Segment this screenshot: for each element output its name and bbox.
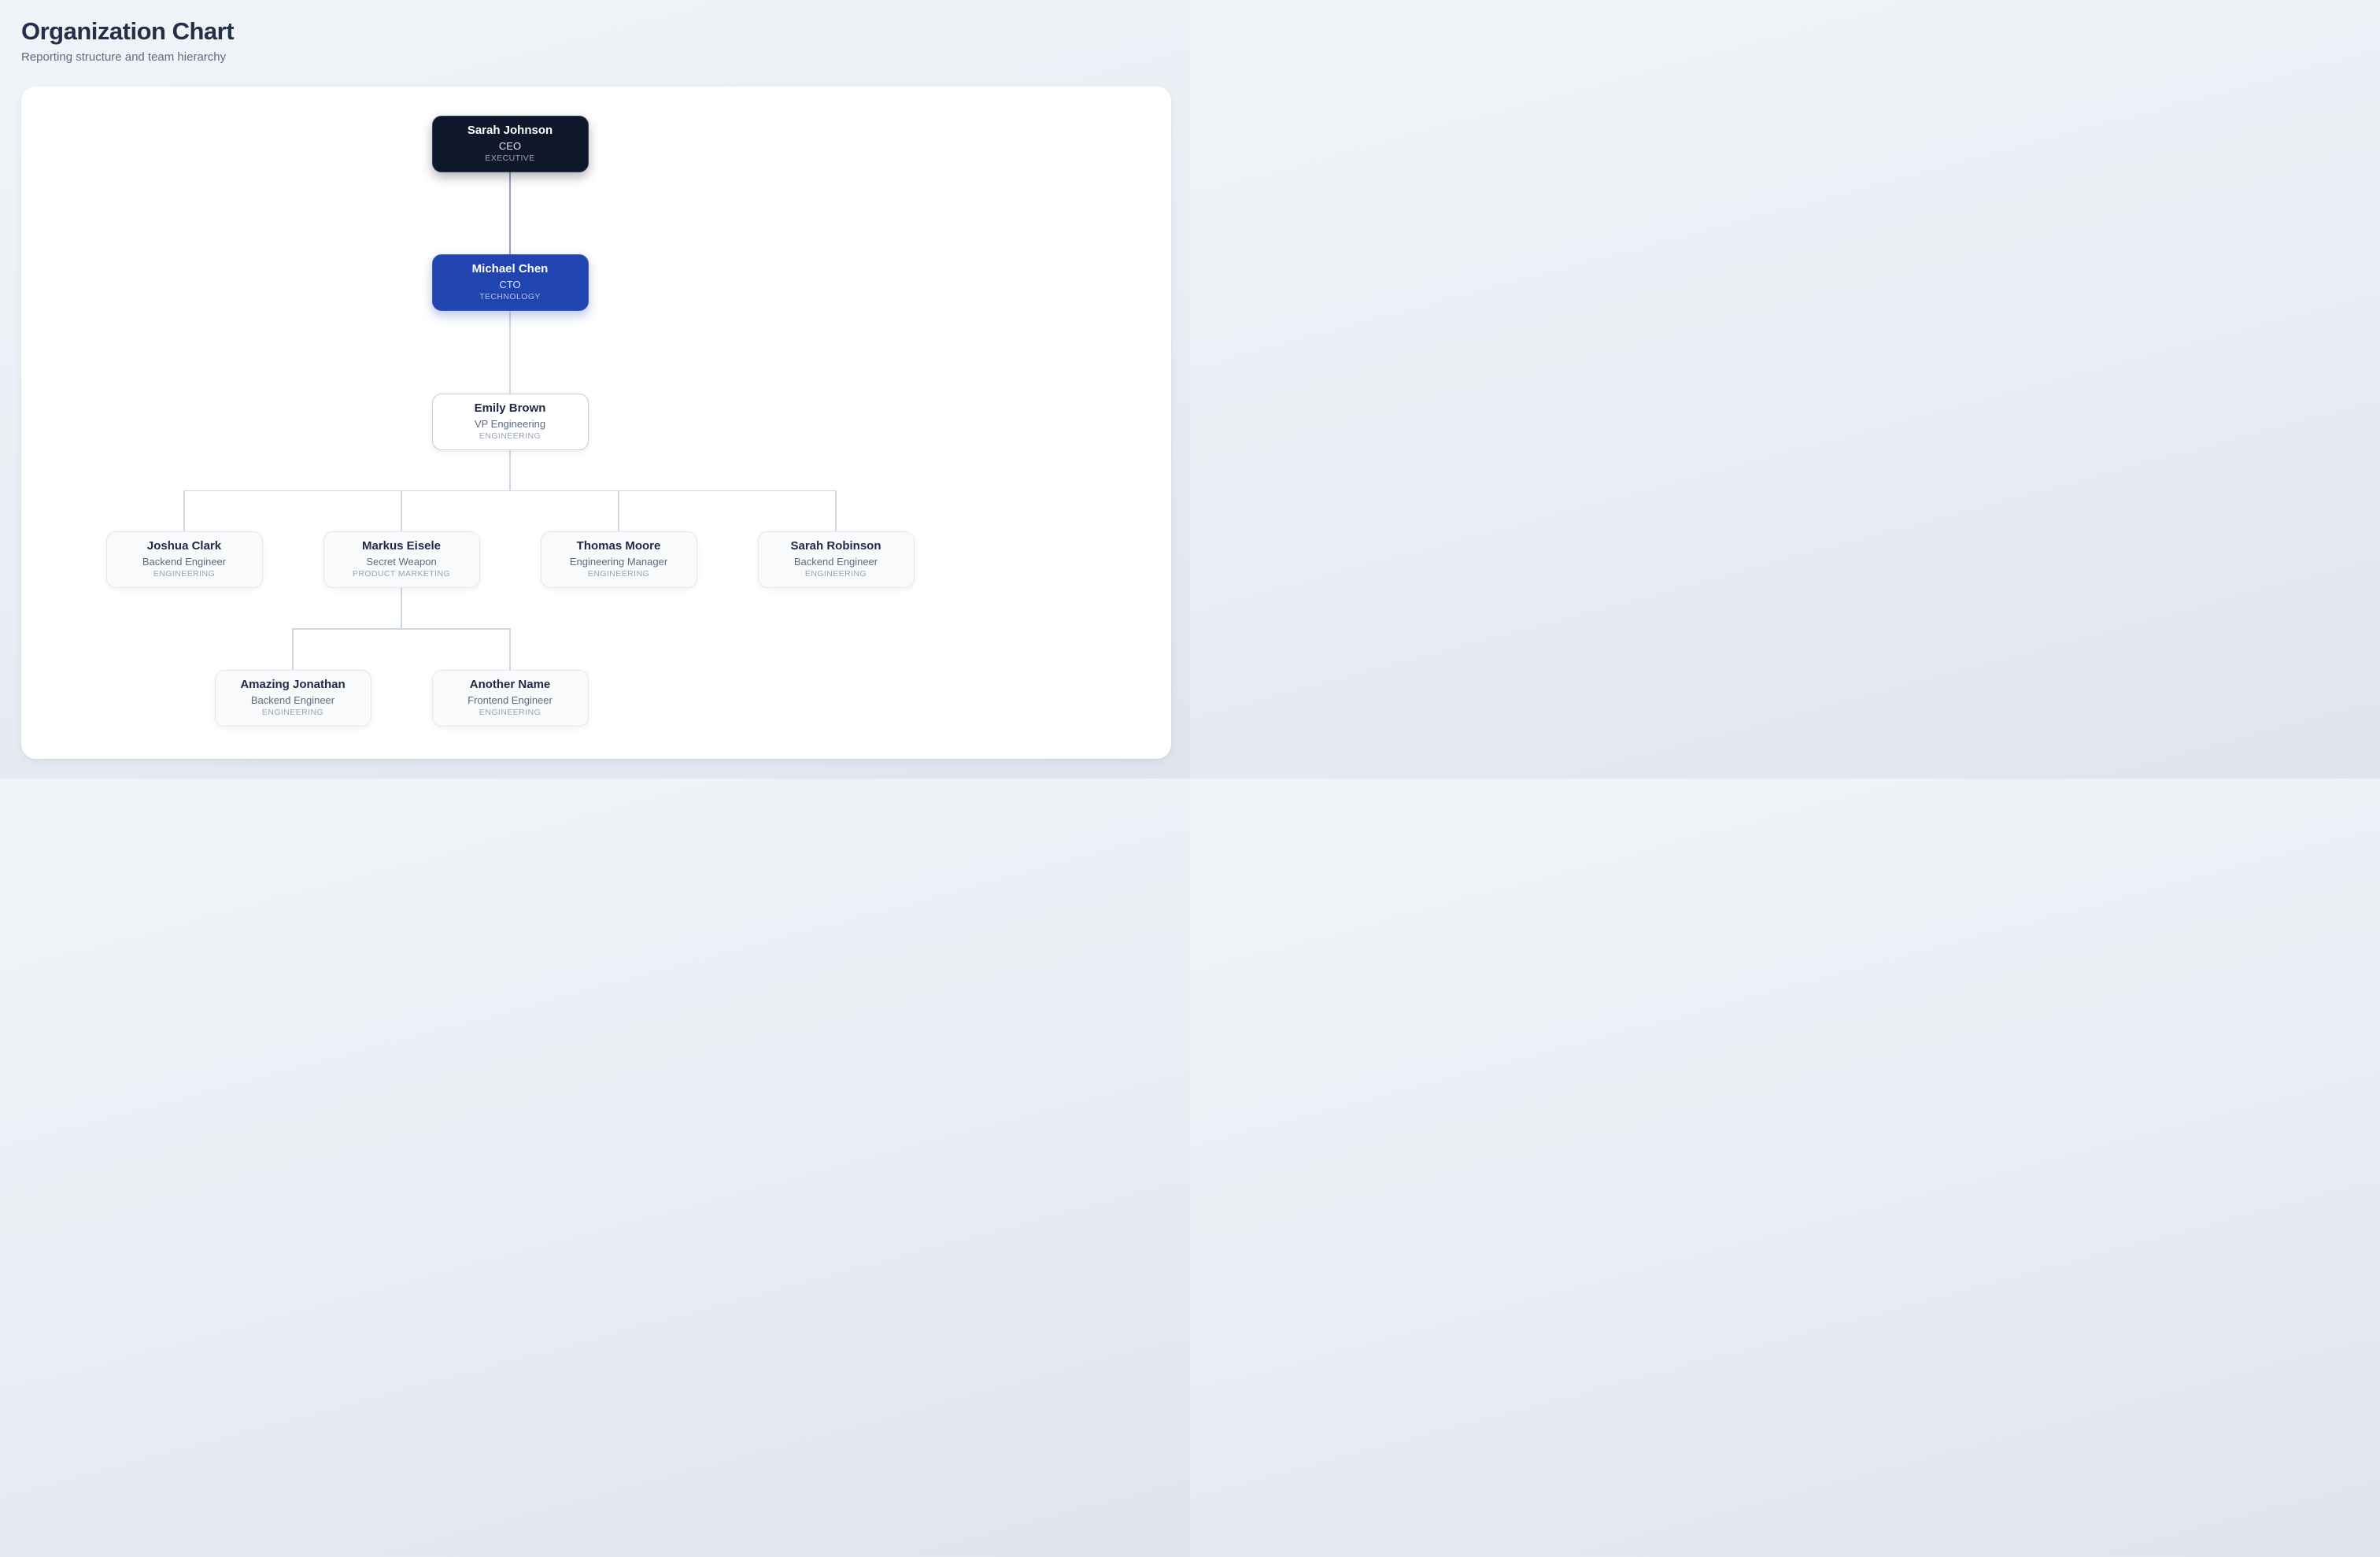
person-department: EXECUTIVE xyxy=(485,153,535,163)
person-department: TECHNOLOGY xyxy=(479,292,541,301)
person-department: ENGINEERING xyxy=(261,708,324,717)
connector-line xyxy=(401,490,402,531)
person-name: Emily Brown xyxy=(474,401,546,415)
person-name: Another Name xyxy=(469,678,551,691)
person-role: CEO xyxy=(498,140,522,152)
connector-line xyxy=(183,490,185,531)
connector-line xyxy=(292,628,294,670)
person-department: ENGINEERING xyxy=(479,431,541,441)
page-header: Organization Chart Reporting structure a… xyxy=(21,17,235,65)
connector-line xyxy=(509,311,511,394)
connector-line xyxy=(183,490,837,492)
person-department: ENGINEERING xyxy=(804,569,867,579)
person-role: VP Engineering xyxy=(474,418,546,430)
person-role: Backend Engineer xyxy=(250,694,335,706)
person-department: ENGINEERING xyxy=(587,569,650,579)
person-meta: CTO TECHNOLOGY xyxy=(479,279,541,302)
connector-line xyxy=(835,490,837,531)
connector-line xyxy=(509,628,511,670)
person-role: Frontend Engineer xyxy=(468,694,552,706)
person-name: Sarah Robinson xyxy=(790,539,881,553)
person-name: Markus Eisele xyxy=(361,539,442,553)
connector-line xyxy=(292,628,511,630)
connector-line xyxy=(509,172,511,254)
person-department: ENGINEERING xyxy=(479,708,541,717)
person-name: Thomas Moore xyxy=(576,539,661,553)
person-role: Engineering Manager xyxy=(569,556,668,568)
person-role: Secret Weapon xyxy=(366,556,437,568)
person-department: PRODUCT MARKETING xyxy=(352,569,451,579)
connector-line xyxy=(509,450,511,492)
connector-line xyxy=(618,490,619,531)
person-name: Michael Chen xyxy=(471,262,549,276)
person-name: Sarah Johnson xyxy=(467,124,553,137)
person-name: Amazing Jonathan xyxy=(240,678,346,691)
connector-line xyxy=(401,588,402,630)
person-role: Backend Engineer xyxy=(793,556,878,568)
person-name: Joshua Clark xyxy=(146,539,222,553)
person-department: ENGINEERING xyxy=(153,569,216,579)
page-title: Organization Chart xyxy=(21,17,235,45)
page-subtitle: Reporting structure and team hierarchy xyxy=(21,50,227,64)
person-role: Backend Engineer xyxy=(142,556,227,568)
person-role: CTO xyxy=(499,279,521,290)
